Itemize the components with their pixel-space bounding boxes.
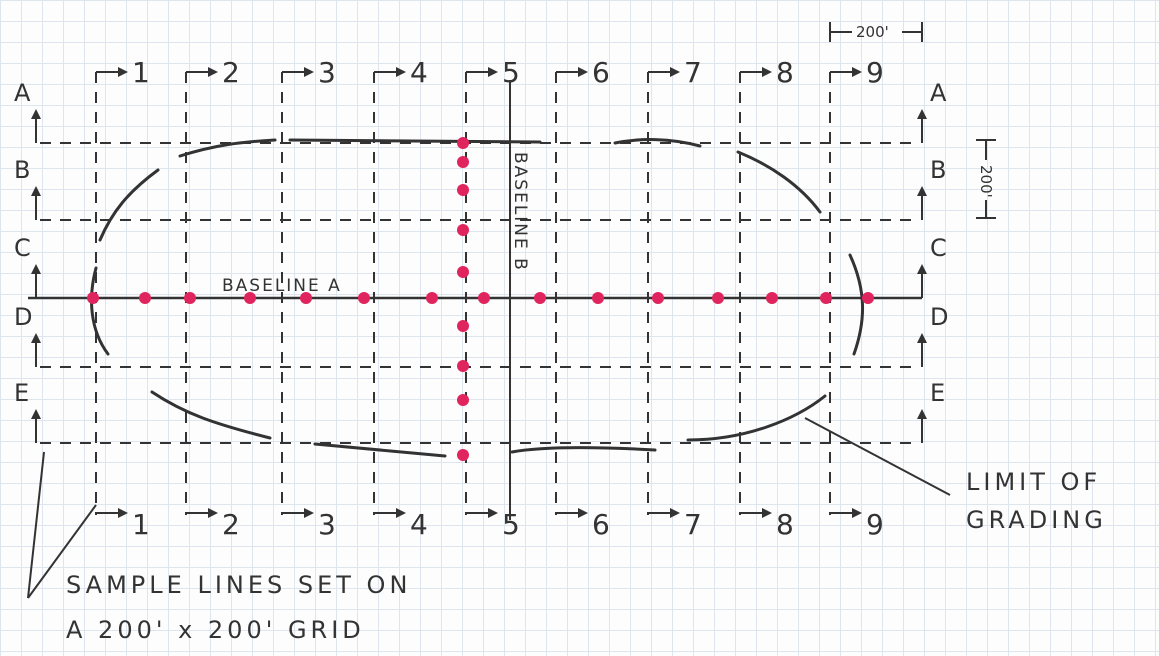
sample-point-baseline-a-12 [712,292,724,304]
column-label-bottom-6: 6 [592,508,610,541]
baseline-b-label: BASELINE B [510,152,530,272]
column-labels: 1 1 2 2 3 3 4 4 5 5 6 6 7 7 8 8 9 9 [96,56,884,541]
sample-lines-leader-1 [27,451,45,599]
limit-of-grading-leader [804,417,951,496]
row-label-right-b: B [930,156,946,184]
dimension-horizontal-label: 200' [856,23,889,41]
column-label-bottom-3: 3 [318,508,336,541]
sample-point-column-5-9 [457,449,469,461]
sample-point-baseline-a-14 [820,292,832,304]
sample-point-baseline-a-2 [139,292,151,304]
sample-point-baseline-a-10 [592,292,604,304]
sample-point-baseline-a-7 [426,292,438,304]
dimension-vertical-label: 200' [977,165,995,198]
sample-point-column-5-3 [457,184,469,196]
sample-point-baseline-a-3 [184,292,196,304]
row-label-left-e: E [14,379,29,407]
sample-point-column-5-8 [457,394,469,406]
sample-point-column-5-2 [457,156,469,168]
row-labels: A A B B C C D D E E [14,79,948,443]
column-label-bottom-9: 9 [866,508,884,541]
column-label-top-9: 9 [866,56,884,89]
row-label-left-a: A [14,79,31,107]
row-label-right-a: A [930,79,947,107]
sample-point-column-5-6 [457,320,469,332]
row-label-left-d: D [14,303,32,331]
column-label-top-6: 6 [592,56,610,89]
baseline-a-label: BASELINE A [222,276,342,296]
sample-point-baseline-a-15 [862,292,874,304]
row-label-right-c: C [930,234,947,262]
sample-point-column-5-1 [457,137,469,149]
column-label-top-3: 3 [318,56,336,89]
column-label-bottom-1: 1 [132,508,150,541]
column-label-bottom-5: 5 [502,508,520,541]
sample-point-column-5-4 [457,224,469,236]
sample-point-baseline-a-13 [766,292,778,304]
sample-point-column-5-5 [457,266,469,278]
column-label-top-8: 8 [776,56,794,89]
column-label-bottom-7: 7 [684,508,702,541]
column-label-bottom-8: 8 [776,508,794,541]
row-label-right-e: E [930,379,945,407]
column-label-top-4: 4 [410,56,428,89]
dimension-vertical [976,139,996,219]
column-label-top-1: 1 [132,56,150,89]
sample-point-baseline-a-1 [87,292,99,304]
sample-point-baseline-a-9 [534,292,546,304]
column-label-top-5: 5 [502,56,520,89]
limit-of-grading-label-2: GRADING [966,506,1107,534]
dimension-horizontal [829,22,923,42]
column-label-bottom-2: 2 [222,508,240,541]
sample-point-column-5-7 [457,360,469,372]
limit-of-grading-label-1: LIMIT OF [966,468,1101,496]
column-label-top-2: 2 [222,56,240,89]
row-label-left-c: C [14,234,31,262]
limit-of-grading-boundary [90,138,865,458]
sample-lines [40,72,918,515]
row-label-left-b: B [14,156,30,184]
sample-lines-note-1: SAMPLE LINES SET ON [66,571,411,599]
sample-point-baseline-a-4 [244,292,256,304]
sample-points [87,137,874,461]
sample-point-baseline-a-5 [300,292,312,304]
row-label-right-d: D [930,303,948,331]
sample-point-baseline-a-8 [478,292,490,304]
sample-lines-note-2: A 200' x 200' GRID [66,616,365,644]
column-label-top-7: 7 [684,56,702,89]
sample-point-baseline-a-11 [652,292,664,304]
sample-lines-leader-2 [27,504,97,599]
column-label-bottom-4: 4 [410,508,428,541]
sample-point-baseline-a-6 [358,292,370,304]
